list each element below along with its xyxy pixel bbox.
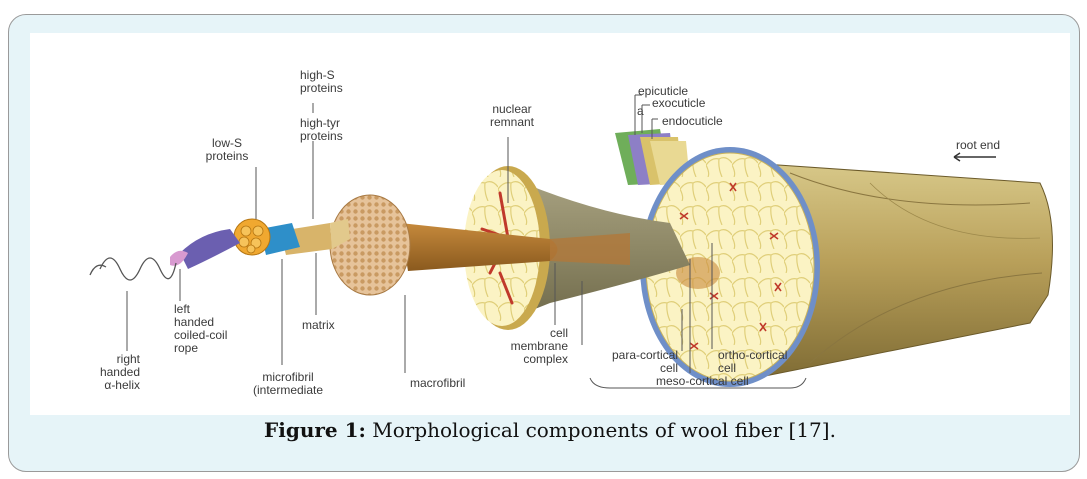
wool-fiber-diagram: right handed α-helix left handed coiled-… xyxy=(30,33,1070,415)
label-low-s-proteins: low-S proteins xyxy=(192,137,262,163)
macrofibril-cross-section xyxy=(330,195,410,295)
label-cell-membrane-complex: cell membrane complex xyxy=(492,327,568,366)
label-endocuticle: endocuticle xyxy=(662,115,723,128)
label-meso-cortical-cell: meso-cortical cell xyxy=(656,375,749,388)
label-a-layer: a xyxy=(637,105,644,118)
label-exocuticle: exocuticle xyxy=(652,97,705,110)
label-para-cortical-cell: para-cortical cell xyxy=(578,349,678,375)
label-left-handed-coiled-coil-rope: left handed coiled-coil rope xyxy=(174,303,227,355)
label-right-handed-alpha-helix: right handed α-helix xyxy=(90,353,140,392)
caption-text: Morphological components of wool fiber [… xyxy=(366,418,836,442)
label-high-s-proteins: high-S proteins xyxy=(300,69,343,95)
label-nuclear-remnant: nuclear remnant xyxy=(480,103,544,129)
caption-label: Figure 1: xyxy=(264,418,366,442)
label-ortho-cortical-cell: ortho-cortical cell xyxy=(718,349,787,375)
coiled-coil-rope xyxy=(170,229,240,269)
figure-caption: Figure 1: Morphological components of wo… xyxy=(30,416,1070,444)
alpha-helix xyxy=(90,258,176,280)
label-matrix: matrix xyxy=(302,319,335,332)
label-root-end: root end xyxy=(956,139,1000,152)
label-macrofibril: macrofibril xyxy=(410,377,465,390)
label-high-tyr-proteins: high-tyr proteins xyxy=(300,117,343,143)
label-microfibril: microfibril (intermediate xyxy=(240,371,336,397)
